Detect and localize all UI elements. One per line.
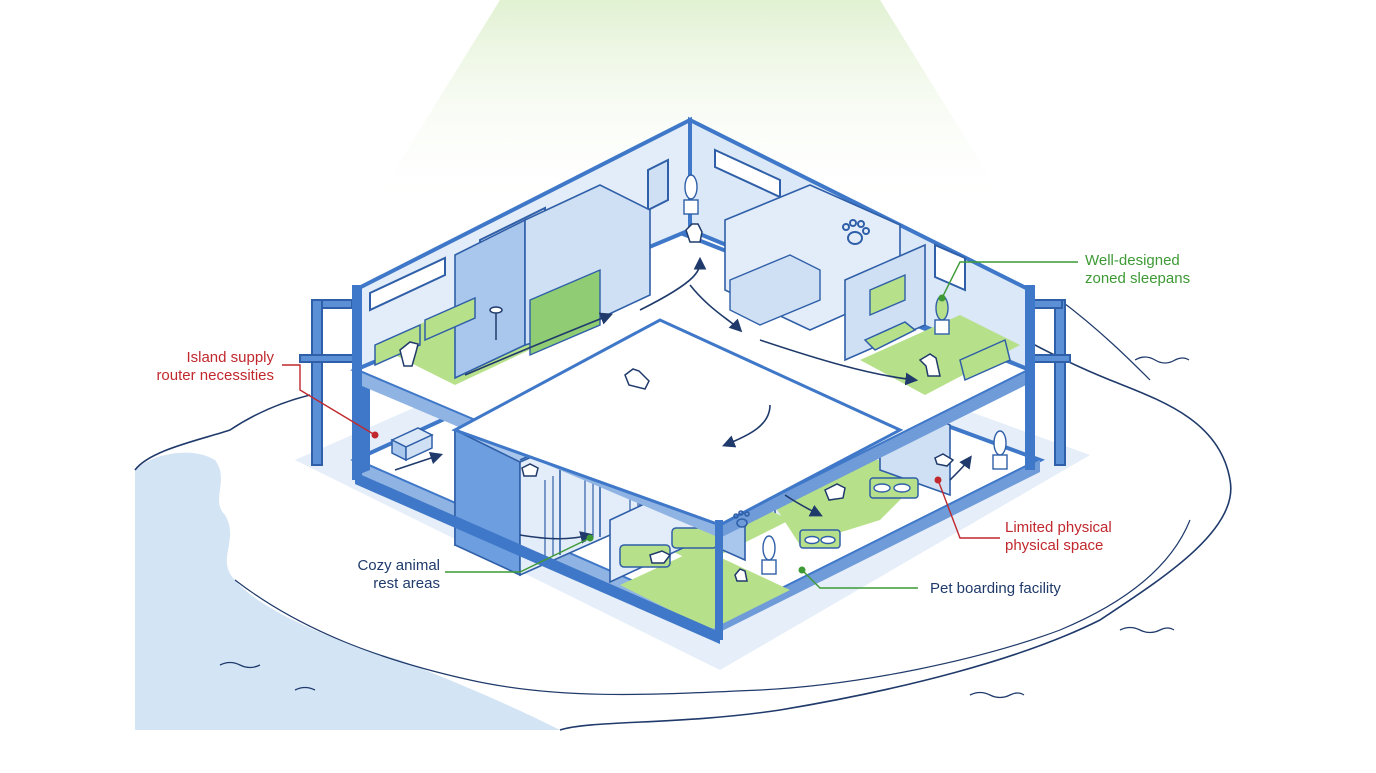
limited-space-label: Limited physical physical space xyxy=(1005,519,1112,555)
well-designed-line-1: Well-designed xyxy=(1085,252,1180,269)
food-bowl-icon xyxy=(804,483,911,545)
wall-tv xyxy=(869,273,906,317)
supply-box-icon xyxy=(390,427,434,462)
cat-icon xyxy=(521,223,955,582)
upper-center-cabinets xyxy=(529,268,601,357)
upper-floor-edge-right xyxy=(720,370,1030,538)
wave-marks xyxy=(219,356,1190,699)
ground-floor-edge-right xyxy=(720,460,1040,632)
central-corridor xyxy=(451,318,904,527)
sofa xyxy=(374,296,476,367)
front-frame-posts xyxy=(352,285,1035,640)
island-supply-label: Island supply router necessities xyxy=(140,349,274,385)
pet-boarding-label: Pet boarding facility xyxy=(930,580,1061,598)
cozy-rest-line-1: Cozy animal xyxy=(357,557,440,574)
circulation-arrows xyxy=(394,256,972,544)
ground-front-frame-bottom xyxy=(355,472,720,644)
leader-lines xyxy=(282,261,1078,589)
island-supply-line-1: Island supply xyxy=(186,349,274,366)
bed-right xyxy=(863,321,1011,382)
paw-icon-small xyxy=(733,510,750,528)
limited-space-line-2: physical space xyxy=(1005,537,1104,554)
pet-boarding-line-1: Pet boarding facility xyxy=(930,580,1061,597)
upper-right-room-floor xyxy=(860,315,1020,395)
back-door xyxy=(647,158,669,212)
lamp-icon xyxy=(489,306,503,340)
cozy-rest-line-2: rest areas xyxy=(373,575,440,592)
cozy-rest-label: Cozy animal rest areas xyxy=(330,557,440,593)
water-area xyxy=(135,452,560,730)
island-coast-inner xyxy=(234,519,1191,696)
well-designed-label: Well-designed zoned sleepans xyxy=(1085,252,1190,288)
support-pillars xyxy=(299,299,1071,466)
island-coast-right xyxy=(1059,299,1151,381)
plant-icon xyxy=(683,174,1008,575)
well-designed-line-2: zoned sleepans xyxy=(1085,270,1191,287)
paw-icon xyxy=(842,219,870,245)
spotlight-beam xyxy=(370,0,1010,210)
reception-counter xyxy=(729,254,821,326)
island-supply-line-2: router necessities xyxy=(156,367,274,384)
dog-icon xyxy=(399,341,941,501)
leader-dots xyxy=(371,294,946,574)
limited-space-line-1: Limited physical xyxy=(1005,519,1112,536)
